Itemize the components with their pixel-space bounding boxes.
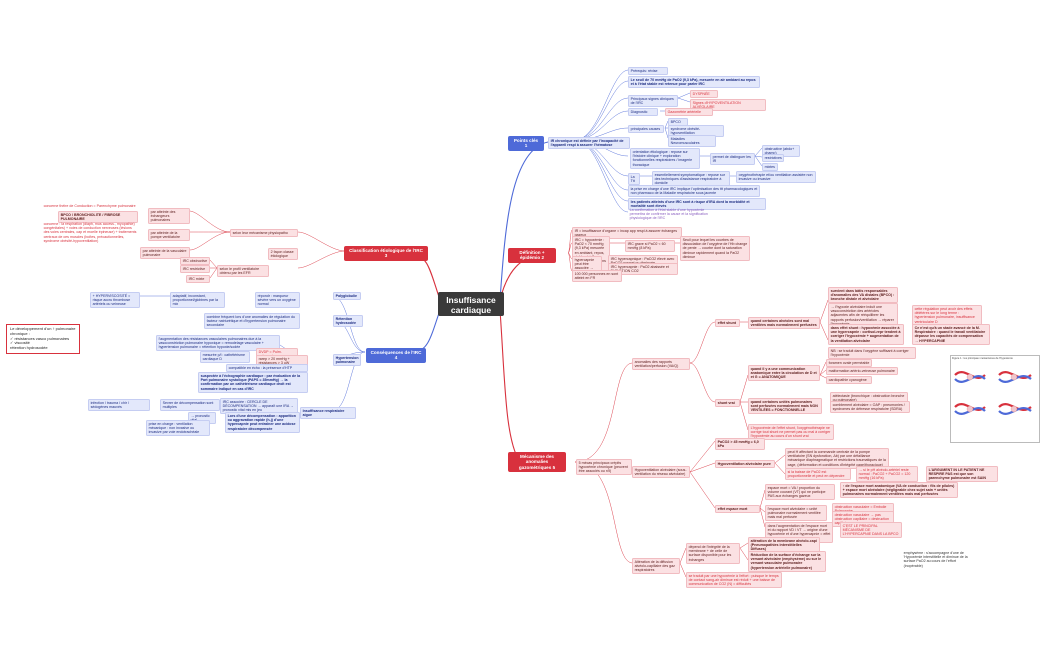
note-title: Le développement d'un ↑ pulmonaire chron…	[10, 326, 76, 336]
consequences-node[interactable]: prise en charge : ventilation mécanique …	[146, 420, 210, 437]
points-node[interactable]: Diagnostic	[628, 108, 658, 116]
points-node[interactable]: restrictives	[762, 154, 784, 162]
mecanisme-node[interactable]: cette régulation peut avoir des effets d…	[912, 305, 982, 326]
mecanisme-node[interactable]: espace mort = VA / proportion du volume …	[765, 484, 835, 501]
consequences-node[interactable]: Insuffisance respiratoire aigue	[300, 407, 356, 420]
consequences-node[interactable]: Rétention hydrosodée	[333, 315, 363, 328]
classification-node[interactable]: par atteinte de la vasculaire pulmonaire	[140, 247, 190, 260]
hypoxemia-mechanisms-figure: Figure 1 : les principaux mécanismes de …	[950, 355, 1040, 443]
points-node[interactable]: Prérequis: révise	[628, 67, 668, 75]
mecanisme-node[interactable]: quand certaines unités pulmonaires sont …	[748, 398, 822, 415]
points-node[interactable]: mixtes	[762, 163, 778, 171]
mecanisme-node[interactable]: L'hypoxémie de l'effet shunt, l'oxygénot…	[748, 424, 834, 441]
note-line: rétention hydrosodée	[10, 345, 48, 351]
classification-node[interactable]: concerne théire de Conduction = Parenchy…	[43, 203, 136, 208]
consequences-node[interactable]: adaptatif, inconstant, proportionnel/glo…	[170, 292, 225, 309]
points-node[interactable]: les patients atteints d'une IRC sont à r…	[628, 198, 766, 211]
mecanisme-node[interactable]: dans effet shunt : hypoxémie associée à …	[828, 324, 904, 345]
mecanisme-node[interactable]: Hypoventilation alvéolaire pure	[715, 460, 775, 468]
points-node[interactable]: Maladies Neuromusculaires	[668, 135, 716, 148]
mecanisme-node[interactable]: → si le pH alvéolo-artériel reste normal…	[856, 466, 918, 483]
definition-node[interactable]: IRC hypercapnie : PaO2 abaissée et ELEVA…	[608, 263, 678, 276]
central-topic[interactable]: Insuffisance cardiaque	[438, 292, 504, 316]
consequences-node[interactable]: compatible en écho : la présence d'HTP	[226, 364, 308, 372]
figure-title: Figure 1 : les principaux mécanismes de …	[952, 357, 1013, 360]
consequences-node[interactable]: + HYPERVISCOSITÉ = risque accru thrombos…	[90, 292, 140, 309]
points-node[interactable]: la prise en charge d'une IRC implique l'…	[628, 185, 760, 198]
mecanisme-node[interactable]: peut H affectant la commande centrale de…	[785, 448, 889, 469]
mecanisme-node[interactable]: NB : se traduit dans l'oxygène suffisant…	[828, 347, 916, 360]
mecanisme-node[interactable]: Ce n'est qu'à un stade avancé de la M. R…	[912, 324, 990, 345]
consequences-node[interactable]: suspectée à l'échographie cardiaque : pa…	[198, 372, 308, 393]
classification-node[interactable]: BPCO / BRONCHIOLITE / FIBROSE PULMONAIRE	[58, 211, 138, 224]
points-node[interactable]: DYSPNÉE	[690, 90, 718, 98]
points-node[interactable]: principales causes	[628, 125, 664, 133]
points-node[interactable]: IR chronique est définie par l'incapacit…	[548, 137, 630, 150]
consequences-node[interactable]: Polyglobulie	[333, 292, 361, 300]
consequences-node[interactable]: Sevrer de décompensation sont multiples	[160, 399, 220, 412]
classification-node[interactable]: IRC obstructive	[180, 257, 210, 265]
consequences-node[interactable]: infection / trauma / chir / sédogènes ma…	[88, 399, 150, 412]
mecanisme-node[interactable]: malformation artério-veineuse pulmonaire	[826, 367, 898, 375]
points-node[interactable]: Le seuil de 70 mmHg de PaO2 (9,3 kPa), m…	[628, 76, 760, 89]
consequences-node[interactable]: l'augmentation des résistances vasculair…	[156, 335, 280, 352]
branch-consequences[interactable]: Conséquences de l'IRC 4	[366, 348, 426, 363]
mecanisme-node[interactable]: Réduction de la surface d'échange sur la…	[748, 551, 826, 572]
points-node[interactable]: Gazométrie artérielle	[665, 108, 713, 116]
mecanisme-node[interactable]: si la baisse de PaO2 est proportionnelle…	[785, 468, 851, 481]
mecanisme-node[interactable]: cardiopathie cyanogène	[826, 376, 872, 384]
branch-classification[interactable]: Classification étiologique de l'IRC 3	[344, 246, 428, 261]
mecanisme-node[interactable]: ↑ de l'espace mort anatomique (VA de con…	[840, 482, 958, 499]
consequences-node[interactable]: mesurée p/l : cathétérisme cardiaque D	[200, 351, 250, 364]
note-line: ✓ viscosité	[10, 340, 30, 346]
points-node[interactable]: orientation étiologique : repose sur l'h…	[630, 148, 700, 169]
definition-node[interactable]: 100 000 personnes en sont atteint en FR	[572, 270, 622, 283]
classification-node[interactable]: IRC restrictive	[180, 265, 210, 273]
mecanisme-node[interactable]: Hypoventilation alvéolaire (sous-ventila…	[632, 466, 690, 479]
consequences-node[interactable]: Hypertension pulmonaire	[333, 354, 361, 367]
branch-mecanisme[interactable]: Mécanisme des anomalies gazométriques 5	[508, 452, 566, 472]
note-box: Le développement d'un ↑ pulmonaire chron…	[6, 324, 80, 354]
definition-node[interactable]: IRC grave si PaO2 < 60 mmHg (8 kPa)	[625, 240, 675, 253]
classification-node[interactable]: IRC mixte	[186, 275, 210, 283]
classification-node[interactable]: par atteinte de la pompe ventilatoire	[148, 229, 190, 242]
mecanisme-node[interactable]: survient dans bâtis responsables d'anoma…	[828, 287, 898, 304]
consequences-node[interactable]: répondr : marqueur sévère vers un oxygèn…	[255, 292, 300, 309]
points-node[interactable]: La Ttt	[628, 173, 640, 186]
mecanisme-node[interactable]: 5 mécas principaux crépits hypoxémie chr…	[576, 459, 632, 476]
mecanisme-node[interactable]: effet espace mort	[715, 505, 760, 513]
classification-node[interactable]: selon leur mécanisme physiopatho	[230, 229, 298, 237]
consequences-node[interactable]: combine fréquent lors d'une anomalies de…	[204, 313, 300, 330]
mecanisme-node[interactable]: se traduit par une hypoxémie à l'effort …	[686, 572, 782, 589]
mecanisme-node[interactable]: Altération de la diffusion alvéolo-capil…	[632, 558, 680, 575]
points-node[interactable]: permet de distinguer les IR	[710, 153, 755, 166]
mecanisme-node[interactable]: anomalies des rapports ventilation/perfu…	[632, 358, 690, 371]
classification-node[interactable]: par atteinte des échangeurs pulmonaires	[148, 208, 190, 225]
points-node[interactable]: Principaux signes cliniques de l'IRC	[628, 95, 678, 108]
classification-node[interactable]: selon le profil ventilatoire obtenu par …	[217, 265, 269, 278]
mecanisme-node[interactable]: shunt vrai	[715, 399, 740, 407]
mecanisme-node[interactable]: comblement alvéolaire = OAP : pneumonies…	[830, 401, 910, 414]
mecanisme-node[interactable]: PaCO2 > 45 mmHg = 6,0 kPa	[715, 438, 765, 451]
mecanisme-node[interactable]: emphysème : s'accompagne d'une de 'Hypox…	[903, 550, 968, 568]
classification-node[interactable]: 2 façon classe étiologique	[268, 248, 298, 261]
mecanisme-node[interactable]: effet shunt	[715, 319, 740, 327]
mecanisme-node[interactable]: quand il y a une communication anatomiqu…	[748, 365, 820, 382]
branch-points-cles[interactable]: Points clés 1	[508, 136, 544, 151]
note-line: ✓ résistances vasco pulmonaires	[10, 335, 70, 341]
classification-node[interactable]: concerne : la respiration (diaph, mus ac…	[43, 221, 137, 243]
definition-node[interactable]: Seuil pour lequel les courbes de dissoci…	[680, 236, 750, 262]
mecanisme-node[interactable]: C'EST LE PRINCIPAL MÉCANISME DE L'HYPERC…	[840, 522, 902, 539]
mecanisme-node[interactable]: l'espace mort alvéolaire = unité pulmona…	[765, 505, 827, 522]
mecanisme-node[interactable]: L'ARGUMENT IN LE PATIENT NE RESPIRE PAS …	[926, 466, 998, 483]
points-node[interactable]: La confirmation à l'état stable d'une hy…	[629, 207, 708, 221]
branch-definition[interactable]: Définition + épidémio 2	[508, 248, 556, 263]
mecanisme-node[interactable]: dépend de l'intégrité de la membrane + d…	[686, 543, 740, 564]
mecanisme-node[interactable]: quand certaines alvéoles sont mal ventil…	[748, 317, 820, 330]
mecanisme-node[interactable]: foramen ovale perméable	[826, 359, 872, 367]
figure-drawing	[954, 371, 1032, 415]
consequences-node[interactable]: Lors d'une décompensation : apparition o…	[225, 412, 300, 433]
points-node[interactable]: oxygénothérapie et/ou ventilation assist…	[736, 171, 816, 184]
